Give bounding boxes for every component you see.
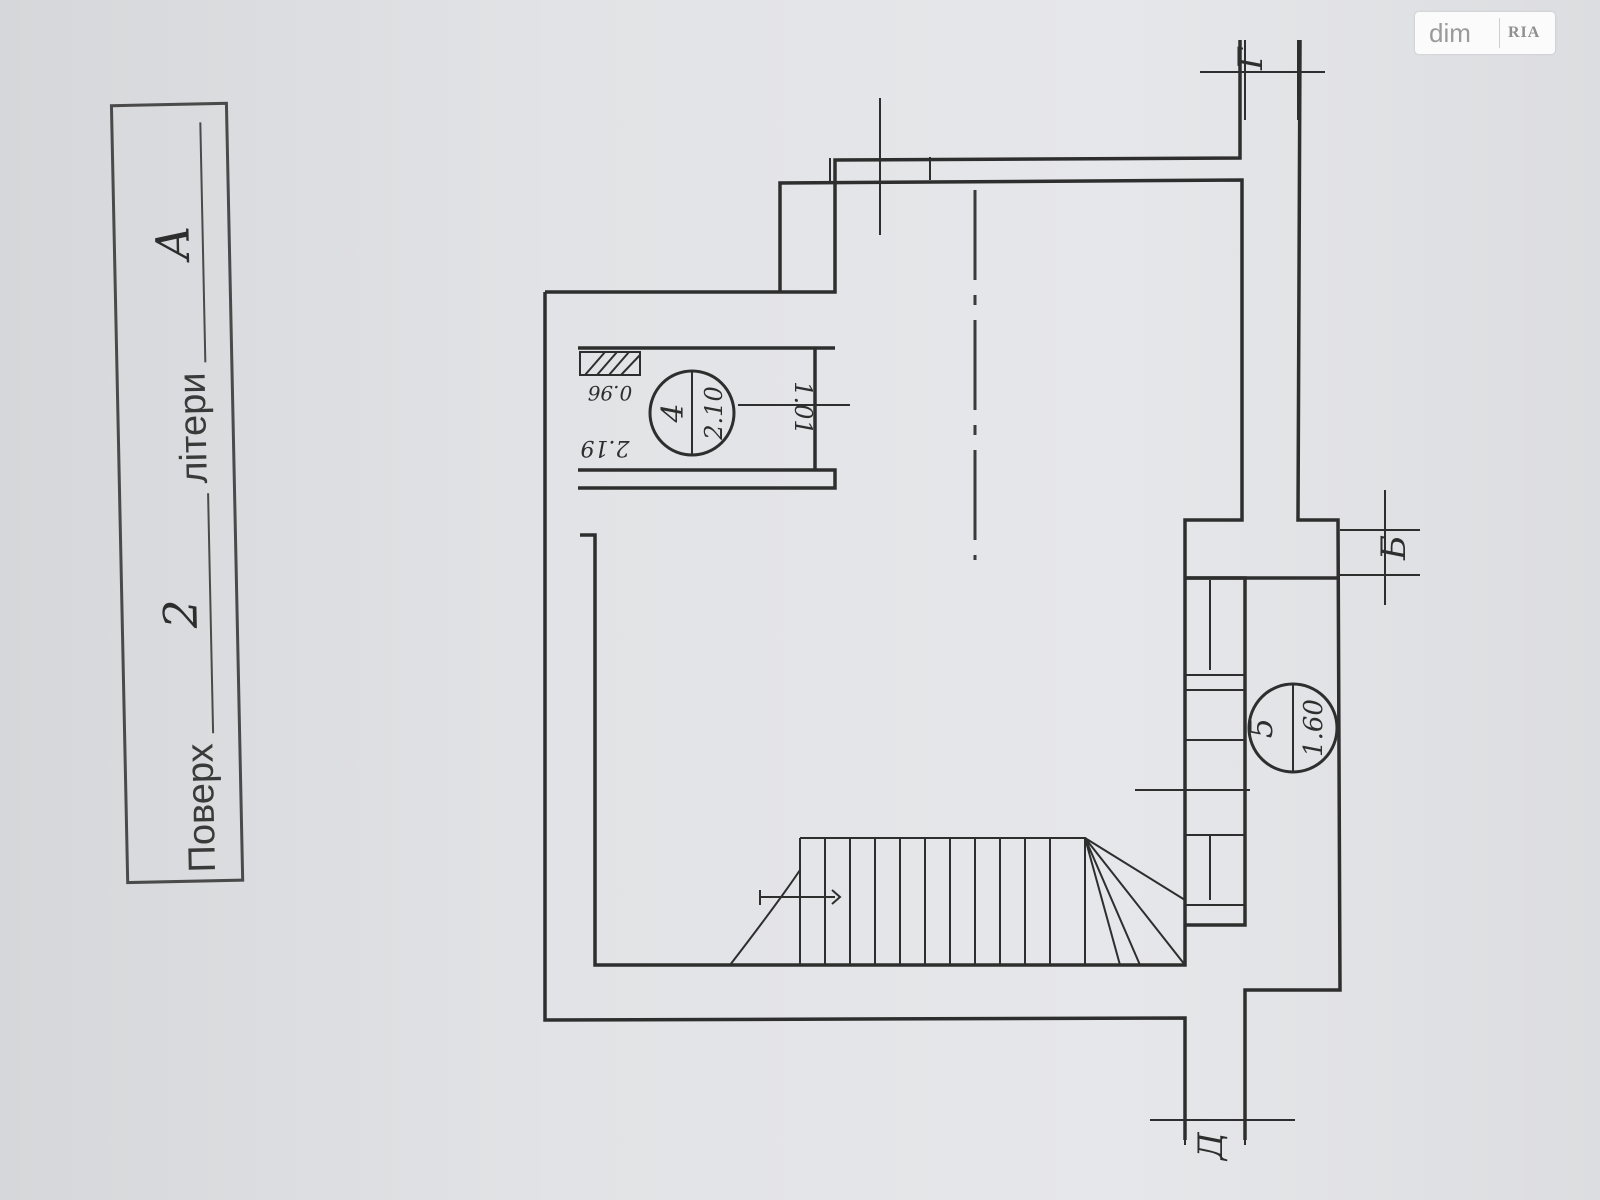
corridor-door-1 <box>1185 577 1245 906</box>
window-top <box>829 157 931 183</box>
room-5-number: 5 <box>1242 718 1280 738</box>
watermark-logo: RIA <box>1508 24 1541 41</box>
bathroom-hatch <box>579 351 641 376</box>
hatch-lines <box>584 351 641 376</box>
room-4-dim-side: 1.01 <box>789 381 817 434</box>
site-watermark: dim RIA <box>1415 12 1555 54</box>
corridor-partition <box>1185 576 1247 927</box>
staircase <box>729 837 1186 966</box>
axis-ticks <box>738 40 1420 1145</box>
outer-wall <box>543 39 1342 1140</box>
room-4-dim-width: 2.19 <box>581 435 631 460</box>
watermark-text: dim <box>1429 17 1471 48</box>
room-4-number: 4 <box>656 403 691 423</box>
axis-mark-top: Г <box>1231 46 1271 71</box>
bathroom-wall <box>578 346 837 490</box>
room-5-area: 1.60 <box>1299 699 1329 757</box>
room-4-dim-depth: 0.96 <box>587 381 632 405</box>
watermark-divider <box>1499 18 1500 48</box>
axis-mark-right: Б <box>1374 535 1414 561</box>
room-4-area: 2.10 <box>700 386 728 440</box>
room-4-marker: 4 2.10 <box>648 369 736 457</box>
inner-wall <box>580 178 1340 967</box>
room-5-marker: 5 1.60 <box>1242 682 1339 774</box>
axis-mark-bottom: Д <box>1191 1131 1231 1162</box>
